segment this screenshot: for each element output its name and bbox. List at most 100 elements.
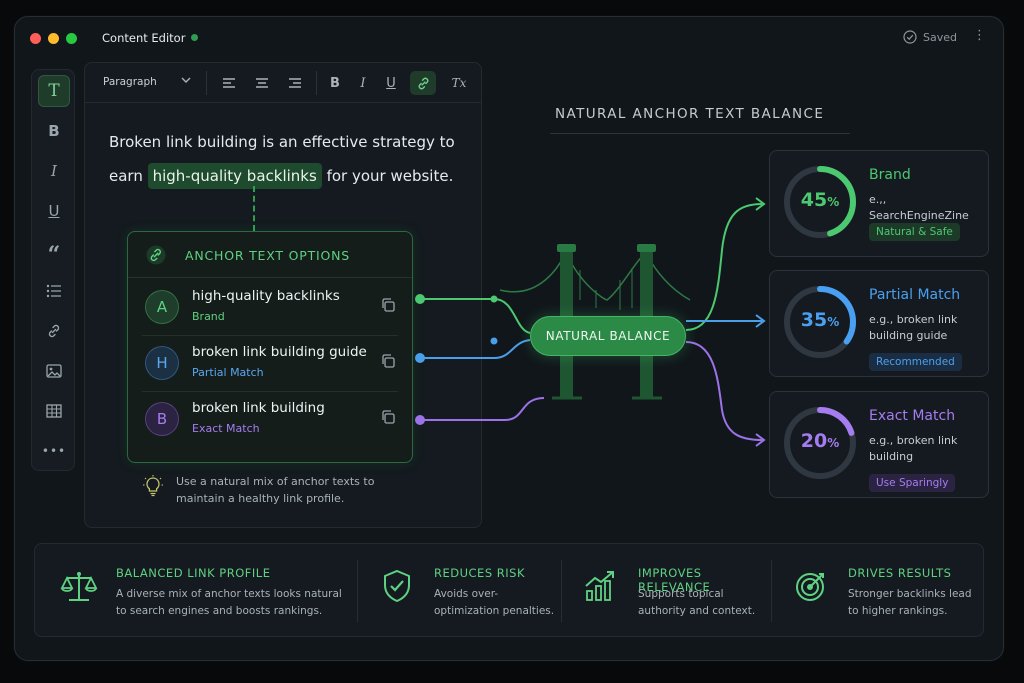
stat-badge: Use Sparingly xyxy=(869,474,956,492)
stat-title: Brand xyxy=(869,167,911,183)
anchor-connector xyxy=(253,186,255,231)
percent-value: 45% xyxy=(800,189,840,211)
feature-divider xyxy=(561,560,562,622)
italic-button[interactable]: I xyxy=(360,75,366,91)
bold-icon[interactable]: B xyxy=(48,122,60,140)
option-letter-avatar: A xyxy=(145,290,179,324)
maximize-window-button[interactable] xyxy=(66,33,77,44)
table-icon[interactable] xyxy=(38,395,70,427)
link-icon[interactable] xyxy=(38,315,70,347)
feature-title: DRIVES RESULTS xyxy=(848,566,952,580)
stat-badge: Recommended xyxy=(869,353,962,371)
align-center-icon[interactable] xyxy=(249,71,275,95)
target-icon xyxy=(791,566,831,606)
close-window-button[interactable] xyxy=(30,33,41,44)
option-type: Brand xyxy=(192,310,225,323)
online-status-dot xyxy=(191,34,198,41)
highlighted-anchor-text[interactable]: high-quality backlinks xyxy=(147,163,322,189)
copy-icon[interactable] xyxy=(380,297,396,313)
feature-title: BALANCED LINK PROFILE xyxy=(116,566,271,580)
feature-description: Supports topical authority and context. xyxy=(638,588,756,617)
feature-divider xyxy=(357,560,358,622)
option-text: high-quality backlinks xyxy=(192,288,340,304)
link-badge-icon xyxy=(146,245,166,265)
minimize-window-button[interactable] xyxy=(48,33,59,44)
percent-value: 35% xyxy=(800,309,840,331)
title-bar: Content Editor Saved ⋮ xyxy=(15,17,1003,59)
lightbulb-icon xyxy=(143,475,163,497)
stat-title: Exact Match xyxy=(869,408,956,424)
clear-formatting-button[interactable]: Tx xyxy=(451,76,467,90)
tip-text: Use a natural mix of anchor texts to mai… xyxy=(176,475,375,505)
check-circle-icon xyxy=(903,30,917,44)
italic-icon[interactable]: I xyxy=(51,162,57,180)
toolbar-divider xyxy=(206,71,207,95)
option-letter-avatar: B xyxy=(145,402,179,436)
stat-title: Partial Match xyxy=(869,287,961,303)
option-divider xyxy=(142,335,398,336)
anchor-card-title: ANCHOR TEXT OPTIONS xyxy=(185,248,351,263)
copy-icon[interactable] xyxy=(380,353,396,369)
natural-balance-badge: NATURAL BALANCE xyxy=(530,316,686,356)
paragraph-style-select[interactable]: Paragraph xyxy=(103,76,157,88)
feature-description: Avoids over-optimization penalties. xyxy=(434,588,555,617)
more-tools-icon[interactable]: ••• xyxy=(41,444,67,458)
feature-balanced-link-profile: BALANCED LINK PROFILE A diverse mix of an… xyxy=(59,544,359,638)
section-divider xyxy=(550,133,850,134)
text-before: Broken link building is an effective str… xyxy=(109,133,455,185)
stat-badge: Natural & Safe xyxy=(869,223,960,241)
quote-icon[interactable]: “ xyxy=(47,242,61,268)
option-text: broken link building xyxy=(192,400,325,416)
feature-title: REDUCES RISK xyxy=(434,566,526,580)
toolbar-divider xyxy=(316,71,317,95)
option-text: broken link building guide xyxy=(192,344,367,360)
save-status: Saved xyxy=(903,30,957,44)
formatting-sidebar: T B I U “ ••• xyxy=(31,69,75,471)
anchor-card-header: ANCHOR TEXT OPTIONS xyxy=(128,232,412,278)
editor-text[interactable]: Broken link building is an effective str… xyxy=(109,125,479,193)
feature-reduces-risk: REDUCES RISK Avoids over-optimization pen… xyxy=(377,544,567,638)
option-divider xyxy=(142,391,398,392)
bold-button[interactable]: B xyxy=(330,75,340,91)
balance-section-title: NATURAL ANCHOR TEXT BALANCE xyxy=(555,106,825,122)
underline-button[interactable]: U xyxy=(386,75,396,91)
stat-example: e.g., broken link building guide xyxy=(869,313,958,342)
percent-ring xyxy=(784,166,856,238)
link-icon[interactable] xyxy=(410,71,436,95)
option-letter-avatar: H xyxy=(145,346,179,380)
feature-description: A diverse mix of anchor texts looks natu… xyxy=(116,588,342,617)
feature-drives-results: DRIVES RESULTS Stronger backlinks lead to… xyxy=(791,544,981,638)
benefits-panel: BALANCED LINK PROFILE A diverse mix of an… xyxy=(34,543,984,637)
growth-chart-icon xyxy=(581,566,621,606)
align-right-icon[interactable] xyxy=(282,71,308,95)
text-after: for your website. xyxy=(321,167,454,185)
list-icon[interactable] xyxy=(38,275,70,307)
feature-description: Stronger backlinks lead to higher rankin… xyxy=(848,588,972,617)
window-title: Content Editor xyxy=(102,31,186,45)
text-tool-icon[interactable]: T xyxy=(38,75,70,107)
editor-toolbar: Paragraph B I U Tx xyxy=(85,63,481,103)
stat-card-partial-match: 35% Partial Match e.g., broken link buildi… xyxy=(769,270,989,377)
copy-icon[interactable] xyxy=(380,409,396,425)
feature-title: IMPROVES RELEVANCE xyxy=(638,566,711,594)
underline-icon[interactable]: U xyxy=(48,202,60,220)
editor-panel: Paragraph B I U Tx Broken link building … xyxy=(84,62,482,528)
image-icon[interactable] xyxy=(38,355,70,387)
more-options-icon[interactable]: ⋮ xyxy=(973,28,986,43)
saved-label: Saved xyxy=(923,30,957,44)
percent-ring xyxy=(784,286,856,358)
feature-divider xyxy=(771,560,772,622)
option-type: Exact Match xyxy=(192,422,260,435)
shield-check-icon xyxy=(377,566,417,606)
percent-ring xyxy=(784,407,856,479)
chevron-down-icon[interactable] xyxy=(181,76,191,87)
scale-icon xyxy=(59,566,99,606)
align-left-icon[interactable] xyxy=(216,71,242,95)
